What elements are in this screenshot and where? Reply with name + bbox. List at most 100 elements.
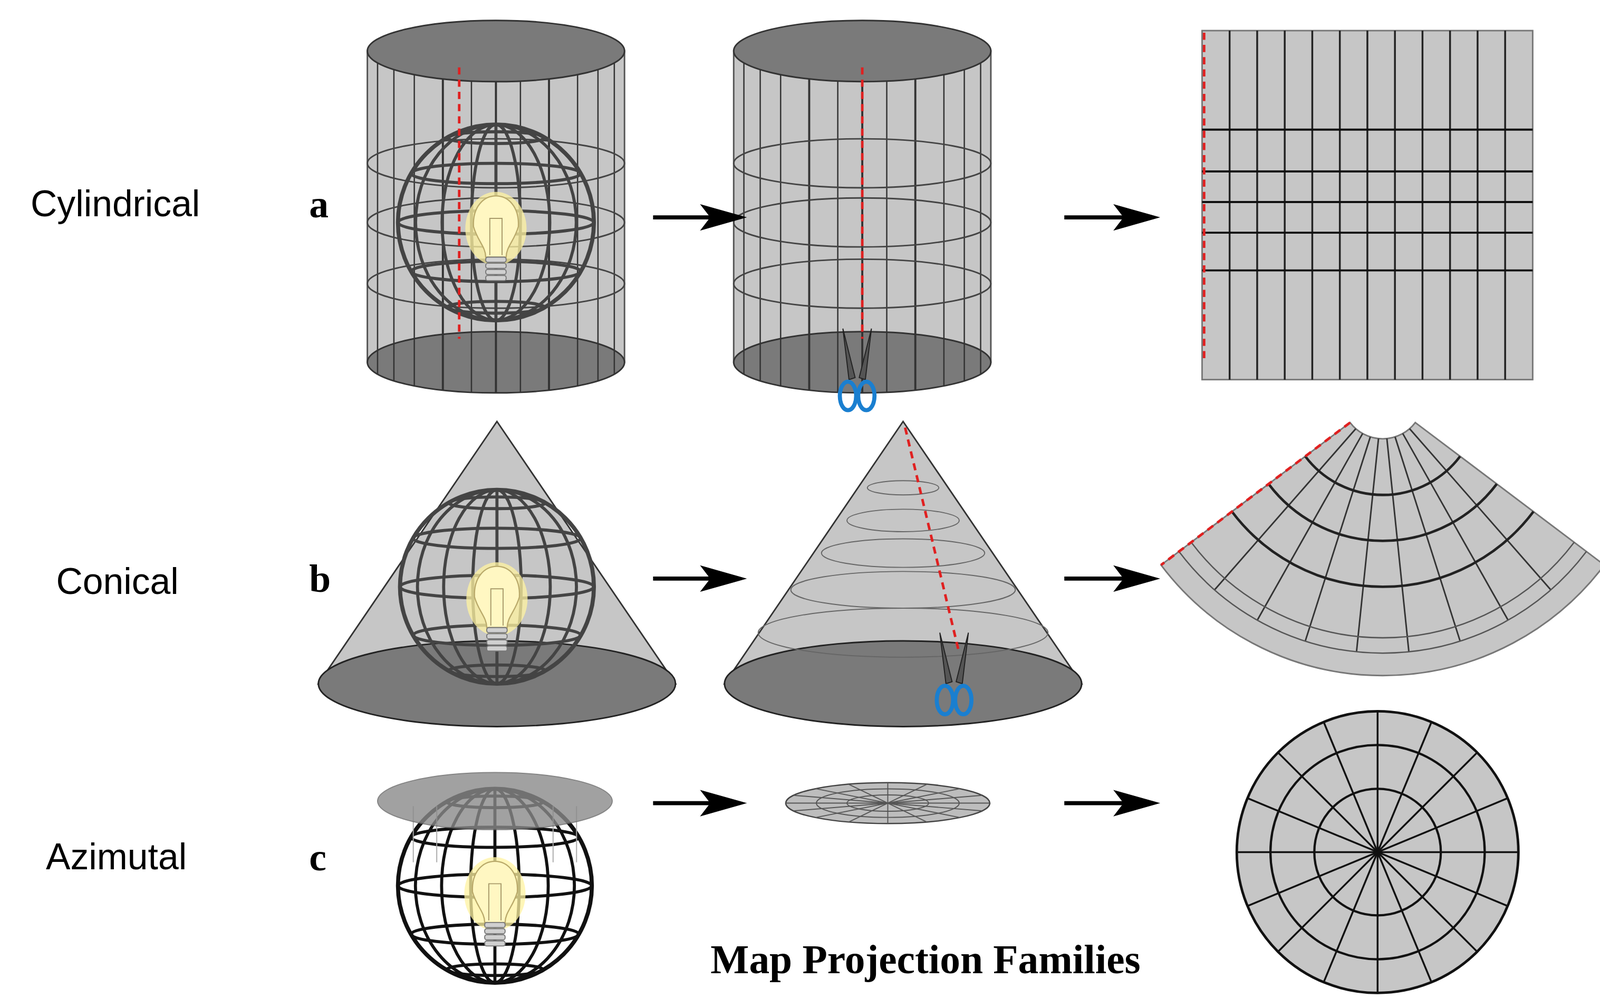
- plane-small: [785, 782, 990, 824]
- map-parallel: [1270, 744, 1485, 959]
- step-arrow: [1064, 789, 1161, 816]
- bulb-glow: [466, 562, 528, 636]
- bulb-glass: [474, 566, 520, 628]
- projected-parallel: [821, 538, 986, 567]
- projected-parallel: [867, 480, 939, 495]
- scissor-blade: [859, 328, 872, 380]
- step-arrow: [1064, 565, 1161, 592]
- map-meridian: [1421, 30, 1424, 380]
- map-meridian: [1409, 428, 1551, 591]
- globe-meridian: [417, 489, 577, 684]
- figure-title: Map Projection Families: [710, 935, 1141, 983]
- projected-meridian: [597, 51, 600, 381]
- cylinder-top: [367, 20, 625, 82]
- cut-line: [904, 427, 960, 654]
- scissor-handle: [840, 381, 857, 411]
- cut-line: [1202, 32, 1206, 363]
- panel-letter: b: [309, 555, 331, 601]
- map-sheet: [1236, 710, 1519, 993]
- light-bulb: [466, 562, 528, 651]
- row-name: Cylindrical: [30, 182, 200, 226]
- scissors-icon: [840, 328, 875, 411]
- cylinder: [367, 20, 625, 393]
- projected-meridian: [861, 51, 864, 393]
- step-arrow: [652, 789, 747, 816]
- bulb-glass: [473, 195, 519, 257]
- cone-base: [724, 640, 1082, 727]
- bulb-base: [486, 633, 508, 639]
- map-meridian: [1476, 30, 1479, 380]
- bulb-base: [485, 269, 507, 275]
- globe: [398, 124, 595, 321]
- flat-map: [1201, 30, 1533, 380]
- map-meridian: [1386, 438, 1410, 652]
- projected-meridian: [943, 51, 946, 387]
- globe-meridian: [415, 124, 577, 321]
- projected-parallel: [758, 608, 1049, 658]
- arrow-head: [699, 565, 747, 592]
- projected-meridian: [393, 51, 395, 381]
- cone: [724, 421, 1082, 727]
- bulb-base: [484, 934, 506, 940]
- map-meridian: [1504, 30, 1506, 380]
- globe-meridian: [443, 489, 551, 684]
- row-name: Conical: [55, 560, 179, 603]
- projected-meridian: [779, 51, 782, 387]
- map-meridian: [1247, 797, 1508, 906]
- bulb-base: [484, 928, 506, 934]
- globe-meridian: [472, 489, 522, 684]
- scissor-blade: [842, 328, 855, 380]
- step-arrow: [1064, 204, 1161, 231]
- globe-outline: [398, 124, 595, 321]
- map-meridian: [1393, 30, 1396, 380]
- globe-outline: [400, 489, 595, 684]
- arrow-head: [1113, 565, 1161, 592]
- map-meridian: [1449, 30, 1451, 380]
- map-sheet: [1161, 422, 1600, 676]
- arrow-head: [1113, 789, 1161, 816]
- scissor-handle: [858, 381, 875, 411]
- projected-meridian: [759, 51, 761, 381]
- azimuthal-map: [1236, 710, 1519, 993]
- cylinder: [733, 20, 991, 393]
- light-bulb: [464, 856, 526, 946]
- projection-plane: [377, 772, 613, 830]
- projected-meridian: [963, 51, 966, 381]
- arrow-shaft: [1064, 215, 1130, 220]
- map-parallel: [1201, 231, 1533, 234]
- map-parallel: [1191, 542, 1575, 638]
- projected-meridian: [885, 51, 888, 393]
- map-meridian: [1366, 30, 1368, 380]
- row-name: Azimutal: [45, 835, 187, 879]
- bulb-base: [485, 263, 507, 269]
- arrow-shaft: [1064, 801, 1130, 806]
- bulb-filament: [490, 588, 504, 626]
- globe-parallel: [412, 527, 581, 548]
- bulb-base: [484, 940, 506, 947]
- bulb-base: [486, 639, 508, 645]
- bulb-glow: [464, 856, 526, 931]
- plane-meridian: [793, 795, 983, 812]
- globe-parallel: [412, 624, 581, 645]
- globe-parallel: [446, 963, 544, 976]
- globe-parallel: [411, 261, 582, 282]
- map-parallel: [1179, 551, 1587, 654]
- cylinder-body: [733, 51, 991, 363]
- globe-parallel: [447, 131, 546, 144]
- projected-parallel: [846, 508, 960, 532]
- map-parallel: [1231, 511, 1534, 587]
- projected-meridian: [836, 51, 839, 393]
- step-arrow: [652, 565, 747, 592]
- bulb-glass: [472, 861, 518, 923]
- map-parallel: [1305, 456, 1461, 495]
- globe-parallel: [448, 496, 546, 509]
- arrow-head: [699, 789, 747, 816]
- map-parallel: [1201, 269, 1533, 272]
- bulb-filament: [489, 218, 503, 256]
- globe-parallel: [447, 301, 546, 313]
- cut-line: [861, 67, 864, 340]
- arrow-shaft: [652, 801, 717, 806]
- bulb-filament: [488, 883, 501, 921]
- plane-disc: [785, 782, 990, 824]
